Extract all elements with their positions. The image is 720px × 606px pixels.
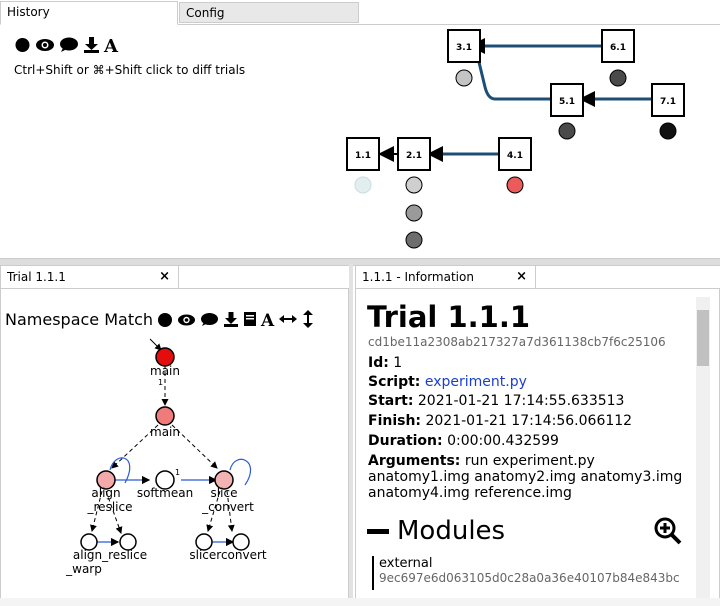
modules-header[interactable]: Modules [367, 516, 505, 546]
svg-text:align_reslice: align_reslice [73, 548, 147, 562]
bottom-scrollbar[interactable] [0, 598, 720, 606]
duration-row: Duration: 0:00:00.432599 [368, 433, 559, 449]
history-graph: 3.1 6.1 5.1 7.1 1.1 2.1 4.1 [346, 29, 685, 249]
svg-text:1.1: 1.1 [355, 151, 371, 161]
trial-toolbar: A [157, 310, 314, 332]
namespace-match-title: Namespace Match [5, 310, 154, 329]
trial-node-slice-convert[interactable]: slice _convert [201, 470, 254, 514]
info-tab-label: 1.1.1 - Information [362, 270, 474, 284]
vertical-arrows-icon[interactable] [302, 310, 314, 332]
trial-node-softmean[interactable]: softmean [137, 470, 193, 500]
vertical-splitter[interactable] [349, 264, 353, 606]
history-node-3.1[interactable]: 3.1 [447, 29, 481, 87]
script-label: Script: [368, 374, 421, 390]
edge-5.1-3.1 [476, 57, 552, 101]
trial-title: Trial 1.1.1 [367, 300, 531, 334]
tab-information[interactable]: 1.1.1 - Information × [355, 265, 536, 289]
svg-text:1: 1 [158, 378, 163, 387]
horizontal-arrows-icon[interactable] [278, 311, 298, 331]
download-icon[interactable] [83, 36, 100, 58]
arguments-row: Arguments: run experiment.py anatomy1.im… [368, 453, 688, 501]
diff-hint: Ctrl+Shift or ⌘+Shift click to diff tria… [14, 63, 246, 77]
svg-text:5.1: 5.1 [559, 97, 575, 107]
circle-icon[interactable] [157, 311, 173, 331]
svg-text:_reslice: _reslice [87, 500, 133, 514]
module-item[interactable]: external 9ec697e6d063105d0c28a0a36e40107… [372, 556, 680, 590]
finish-label: Finish: [368, 413, 422, 429]
trial-node-slicerconvert[interactable]: slicerconvert [189, 533, 267, 562]
module-name: external [379, 556, 433, 571]
history-node-5.1[interactable]: 5.1 [550, 83, 584, 140]
trial-tab-label: Trial 1.1.1 [7, 270, 66, 284]
tab-trial[interactable]: Trial 1.1.1 × [0, 265, 179, 289]
finish-value: 2021-01-21 17:14:56.066112 [425, 413, 633, 429]
history-node-2.1[interactable]: 2.1 [397, 137, 431, 249]
download-icon[interactable] [223, 311, 239, 331]
svg-text:_warp: _warp [65, 562, 102, 576]
svg-text:7.1: 7.1 [660, 97, 676, 107]
history-node-1.1[interactable]: 1.1 [346, 137, 380, 194]
svg-text:1: 1 [175, 468, 180, 477]
arguments-label: Arguments: [368, 453, 461, 469]
trial-node-main[interactable]: main [150, 406, 180, 439]
svg-text:slice: slice [211, 486, 238, 500]
duration-value: 0:00:00.432599 [447, 433, 559, 449]
history-node-7.1[interactable]: 7.1 [651, 83, 685, 140]
zoom-in-icon[interactable] [654, 517, 682, 549]
circle-icon[interactable] [14, 36, 31, 58]
start-row: Start: 2021-01-21 17:14:55.633513 [368, 393, 624, 409]
svg-text:align: align [91, 486, 120, 500]
top-tab-bar: History Config [0, 0, 720, 25]
id-value: 1 [393, 355, 403, 371]
script-link[interactable]: experiment.py [424, 374, 527, 390]
trial-node-align-reslice[interactable]: align _reslice [87, 470, 133, 514]
comment-icon[interactable] [59, 36, 79, 58]
info-scrollbar[interactable] [696, 297, 710, 606]
trial-node-align-reslice-warp[interactable]: align_reslice _warp [65, 533, 147, 576]
tab-history[interactable]: History [0, 1, 178, 25]
svg-text:2.1: 2.1 [406, 151, 422, 161]
collapse-icon[interactable] [367, 528, 389, 534]
id-row: Id: 1 [368, 355, 402, 371]
history-toolbar: A [14, 37, 118, 57]
finish-row: Finish: 2021-01-21 17:14:56.066112 [368, 413, 632, 429]
svg-text:main: main [150, 425, 180, 439]
history-node-6.1[interactable]: 6.1 [601, 29, 635, 87]
info-scrollbar-thumb[interactable] [697, 310, 709, 366]
module-hash: 9ec697e6d063105d0c28a0a36e40107b84e843bc [379, 571, 680, 585]
eye-icon[interactable] [177, 311, 196, 331]
history-node-4.1[interactable]: 4.1 [498, 137, 532, 194]
arguments-value: run experiment.py anatomy1.img anatomy2.… [368, 453, 683, 501]
start-label: Start: [368, 393, 414, 409]
svg-text:_convert: _convert [201, 500, 254, 514]
svg-text:main: main [150, 364, 180, 378]
book-icon[interactable] [243, 311, 257, 331]
duration-label: Duration: [368, 433, 443, 449]
trial-node-main-root[interactable]: main [150, 347, 180, 378]
svg-text:3.1: 3.1 [456, 43, 472, 53]
trial-hash: cd1be11a2308ab217327a7d361138cb7f6c25106 [368, 335, 666, 349]
svg-text:6.1: 6.1 [610, 43, 626, 53]
script-row: Script: experiment.py [368, 374, 527, 390]
font-icon[interactable]: A [104, 36, 118, 57]
tab-config[interactable]: Config [179, 2, 359, 23]
trial-graph: 1 1 main main align _reslice softmean sl… [65, 338, 267, 576]
close-icon[interactable]: × [159, 269, 170, 284]
id-label: Id: [368, 355, 389, 371]
svg-text:4.1: 4.1 [507, 151, 523, 161]
start-value: 2021-01-21 17:14:55.633513 [417, 393, 625, 409]
comment-icon[interactable] [200, 311, 219, 331]
eye-icon[interactable] [35, 36, 55, 58]
modules-label: Modules [397, 516, 506, 546]
font-icon[interactable]: A [261, 311, 275, 331]
svg-text:softmean: softmean [137, 486, 193, 500]
close-icon[interactable]: × [516, 269, 527, 284]
svg-text:slicerconvert: slicerconvert [189, 548, 267, 562]
